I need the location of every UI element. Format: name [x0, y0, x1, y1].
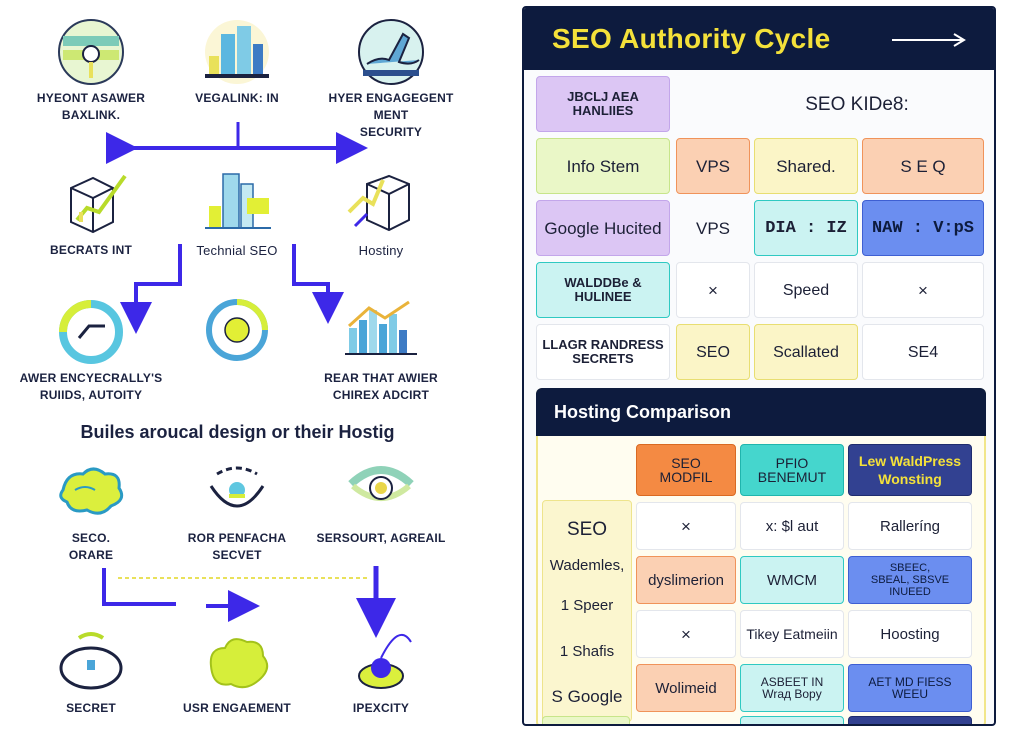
grid-cell: Shared. [754, 138, 858, 194]
hosting-cell: SBEEC, SBEAL, SBSVE INUEED [848, 556, 972, 604]
dome-orbit-icon [209, 466, 265, 508]
node-caption: BECRATS INT [50, 243, 132, 257]
node-technical-seo: Technial SEO [162, 168, 312, 259]
hosting-cell-partial [740, 716, 844, 724]
hosting-row-labels: SEO Wademles, 1 Speer 1 Shafis S Google [542, 500, 632, 722]
hosting-cell: Tikey Eatmeiin [740, 610, 844, 658]
ring-pin-icon [59, 632, 123, 690]
node-caption: HYER ENGAGEGENT MENT SECURITY [328, 91, 454, 139]
node-secret: SECRET [16, 626, 166, 717]
hosting-row-label: SEO [566, 519, 608, 540]
hand-wave-icon [358, 19, 424, 85]
server-box-icon [347, 174, 410, 232]
grid-cell: VPS [695, 218, 731, 238]
seo-authority-panel: SEO Authority Cycle JBCLJ AEA HANLIIES S… [522, 6, 996, 726]
hosting-col-header: SEO MODFIL [636, 444, 736, 496]
grid-cell: Scallated [754, 324, 858, 380]
hosting-cell: Wolimeid [636, 664, 736, 712]
cube-chart-icon [70, 174, 127, 234]
city-buildings-icon [205, 20, 269, 84]
target-circle-icon [206, 299, 268, 361]
hosting-cell: AET MD FIESS WEEU [848, 664, 972, 712]
hosting-col-header: Lew WaldPress Wonsting [848, 444, 972, 496]
hosting-cell: x: $l aut [740, 502, 844, 550]
node-caption: REAR THAT AWIER CHIREX ADCIRT [324, 371, 438, 402]
node-caption: Hostiny [358, 243, 404, 258]
hosting-comparison-header: Hosting Comparison [536, 388, 986, 436]
node-caption: HYEONT ASAWER BAXLINK. [36, 91, 146, 122]
node-secrets: BECRATS INT [16, 168, 166, 259]
hosting-cell: ASBEET IN Wraд Bopy [740, 664, 844, 712]
node-ror-penfacha: ROR PENFACHA SECVET [162, 456, 312, 564]
grid-cell: × [862, 262, 984, 318]
tower-blocks-icon [205, 173, 271, 229]
node-caption: SECO. ORARE [68, 531, 114, 562]
section-heading: Builes aroucal design or their Hostig [80, 422, 395, 442]
green-cloud-icon [209, 638, 269, 689]
node-caption: USR ENGAEMENT [183, 701, 291, 715]
arrow-bottom-left-elbow [102, 568, 176, 606]
node-caption: IPEXCITY [352, 701, 410, 715]
grid-cell: DIA : IZ [754, 200, 858, 256]
node-caption: SECRET [66, 701, 116, 715]
grid-cell: SE4 [862, 324, 984, 380]
grid-row-label: Google Hucited [536, 200, 670, 256]
window-ring-icon [58, 19, 124, 85]
hosting-cell: × [636, 502, 736, 550]
node-sersourt: SERSOURT, AGREAIL [306, 456, 456, 547]
node-engagement-security: HYER ENGAGEGENT MENT SECURITY [316, 16, 466, 141]
hosting-cell: WMCM [740, 556, 844, 604]
grid-row-label: WALDDBe & HULINEE [536, 262, 670, 318]
grid-header-right: SEO KIDe8: [805, 94, 909, 115]
hosting-row-label: 1 Shafis [559, 643, 615, 660]
city-graph-icon [345, 300, 417, 355]
node-hosting: Hostiny [306, 168, 456, 259]
hosting-cell: Hoosting [848, 610, 972, 658]
node-backlink: HYEONT ASAWER BAXLINK. [16, 16, 166, 124]
cycle-ring-icon [59, 300, 123, 364]
hosting-row-label: S Google [551, 687, 623, 706]
node-seco-orare: SECO. ORARE [16, 456, 166, 564]
hosting-cell-partial [848, 716, 972, 724]
hosting-cell: dyslimerion [636, 556, 736, 604]
hosting-cell-partial [542, 716, 630, 724]
grid-cell: S E Q [862, 138, 984, 194]
node-caption: ROR PENFACHA SECVET [187, 531, 287, 562]
node-caption: SERSOURT, AGREAIL [316, 531, 446, 545]
node-user-engagement: USR ENGAEMENT [162, 626, 312, 717]
hosting-row-label: 1 Speer [560, 597, 614, 614]
node-caption: AWER ENCYECRALLY'S RUIIDS, AUTOITY [19, 371, 163, 402]
grid-cell: × [676, 262, 750, 318]
node-ipexcity: IPEXCITY [306, 626, 456, 717]
globe-eye-icon [348, 466, 414, 501]
map-blob-icon [59, 467, 124, 515]
node-rear-that: REAR THAT AWIER CHIREX ADCIRT [306, 296, 456, 404]
hosting-cell: × [636, 610, 736, 658]
lasso-ball-icon [358, 633, 412, 689]
node-vegalink: VEGALINK: IN [162, 16, 312, 107]
grid-cell: VPS [676, 138, 750, 194]
grid-cell: Speed [754, 262, 858, 318]
node-authority: AWER ENCYECRALLY'S RUIIDS, AUTOITY [16, 296, 166, 404]
hosting-row-label: Wademles, [549, 557, 625, 574]
grid-row-label: LLAGR RANDRESS SECRETS [536, 324, 670, 380]
hosting-comparison-title: Hosting Comparison [554, 401, 732, 422]
node-caption: Technial SEO [196, 243, 278, 258]
grid-row-label: Info Stem [536, 138, 670, 194]
hosting-col-header: PFIO BENEMUT [740, 444, 844, 496]
panel-header: SEO Authority Cycle [524, 8, 994, 70]
arrow-right-icon[interactable] [890, 32, 968, 48]
grid-cell: NAW : V:pS [862, 200, 984, 256]
hosting-cell: Ralleríng [848, 502, 972, 550]
node-caption: VEGALINK: IN [195, 91, 279, 105]
panel-title: SEO Authority Cycle [552, 23, 831, 54]
grid-header-left: JBCLJ AEA HANLIIES [536, 76, 670, 132]
grid-cell: SEO [676, 324, 750, 380]
node-target [162, 296, 312, 370]
seo-flow-diagram: HYEONT ASAWER BAXLINK. VEGALINK: IN HYER… [0, 0, 500, 729]
